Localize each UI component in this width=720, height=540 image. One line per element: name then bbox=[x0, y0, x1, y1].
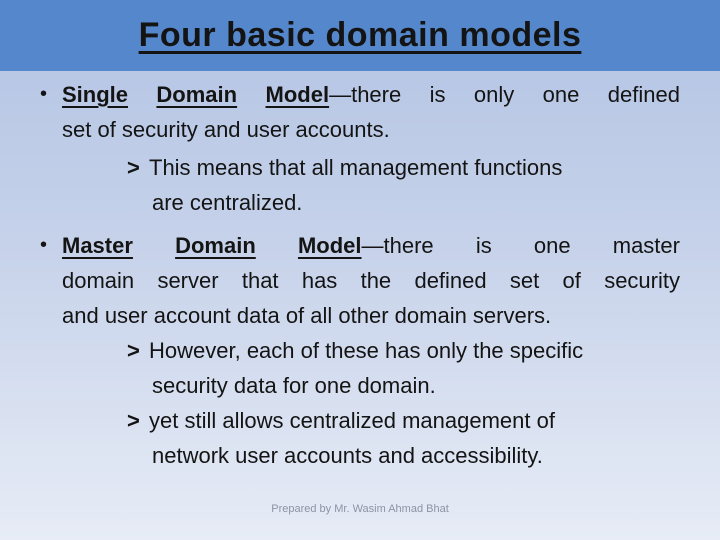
sub-bullet-text: However, each of these has only the spec… bbox=[149, 338, 584, 363]
bullet-line: set of security and user accounts. bbox=[62, 117, 390, 142]
sub-bullet-arrow-icon: > bbox=[127, 155, 140, 180]
term-word: Master bbox=[62, 233, 133, 258]
term-word: Model bbox=[297, 233, 362, 258]
bullet-dot-icon: • bbox=[40, 234, 48, 256]
bullet-dot-icon: • bbox=[40, 83, 48, 105]
sub-bullet-arrow-icon: > bbox=[127, 408, 140, 433]
title-bar: Four basic domain models bbox=[0, 0, 720, 71]
bullet-item-master-domain: • Master Domain Model—there is one maste… bbox=[40, 228, 680, 473]
sub-bullet-group: > However, each of these has only the spe… bbox=[62, 333, 680, 473]
term-word: Single bbox=[62, 82, 129, 107]
footer-credit: Prepared by Mr. Wasim Ahmad Bhat bbox=[271, 503, 449, 515]
sub-bullet-text: yet still allows centralized management … bbox=[149, 408, 555, 433]
bullet-item-single-domain: • Single Domain Model—there is only one … bbox=[40, 77, 680, 220]
sub-bullet-text: This means that all management functions bbox=[149, 155, 563, 180]
bullet-line: Single Domain Model—there is only one de… bbox=[62, 77, 680, 112]
bullet-line: and user account data of all other domai… bbox=[62, 303, 552, 328]
sub-bullet-line: > However, each of these has only the spe… bbox=[62, 333, 680, 368]
sub-bullet-line: network user accounts and accessibility. bbox=[152, 443, 543, 468]
bullet-line-rest: —there is one master bbox=[361, 233, 680, 258]
term-word: Domain bbox=[156, 82, 238, 107]
bullet-line: domain server that has the defined set o… bbox=[62, 268, 680, 293]
term-word: Model bbox=[265, 82, 330, 107]
sub-bullet-line: > yet still allows centralized management… bbox=[62, 403, 680, 438]
sub-bullet-line: > This means that all management function… bbox=[62, 150, 680, 185]
slide-body: • Single Domain Model—there is only one … bbox=[40, 77, 680, 473]
bullet-line-rest: —there is only one defined bbox=[329, 82, 680, 107]
bullet-line: Master Domain Model—there is one master bbox=[62, 228, 680, 263]
sub-bullet-arrow-icon: > bbox=[127, 338, 140, 363]
sub-bullet-line: are centralized. bbox=[152, 190, 303, 215]
sub-bullet-group: > This means that all management function… bbox=[62, 150, 680, 220]
sub-bullet-line: security data for one domain. bbox=[152, 373, 436, 398]
slide-title: Four basic domain models bbox=[138, 16, 582, 54]
term-word: Domain bbox=[175, 233, 256, 258]
